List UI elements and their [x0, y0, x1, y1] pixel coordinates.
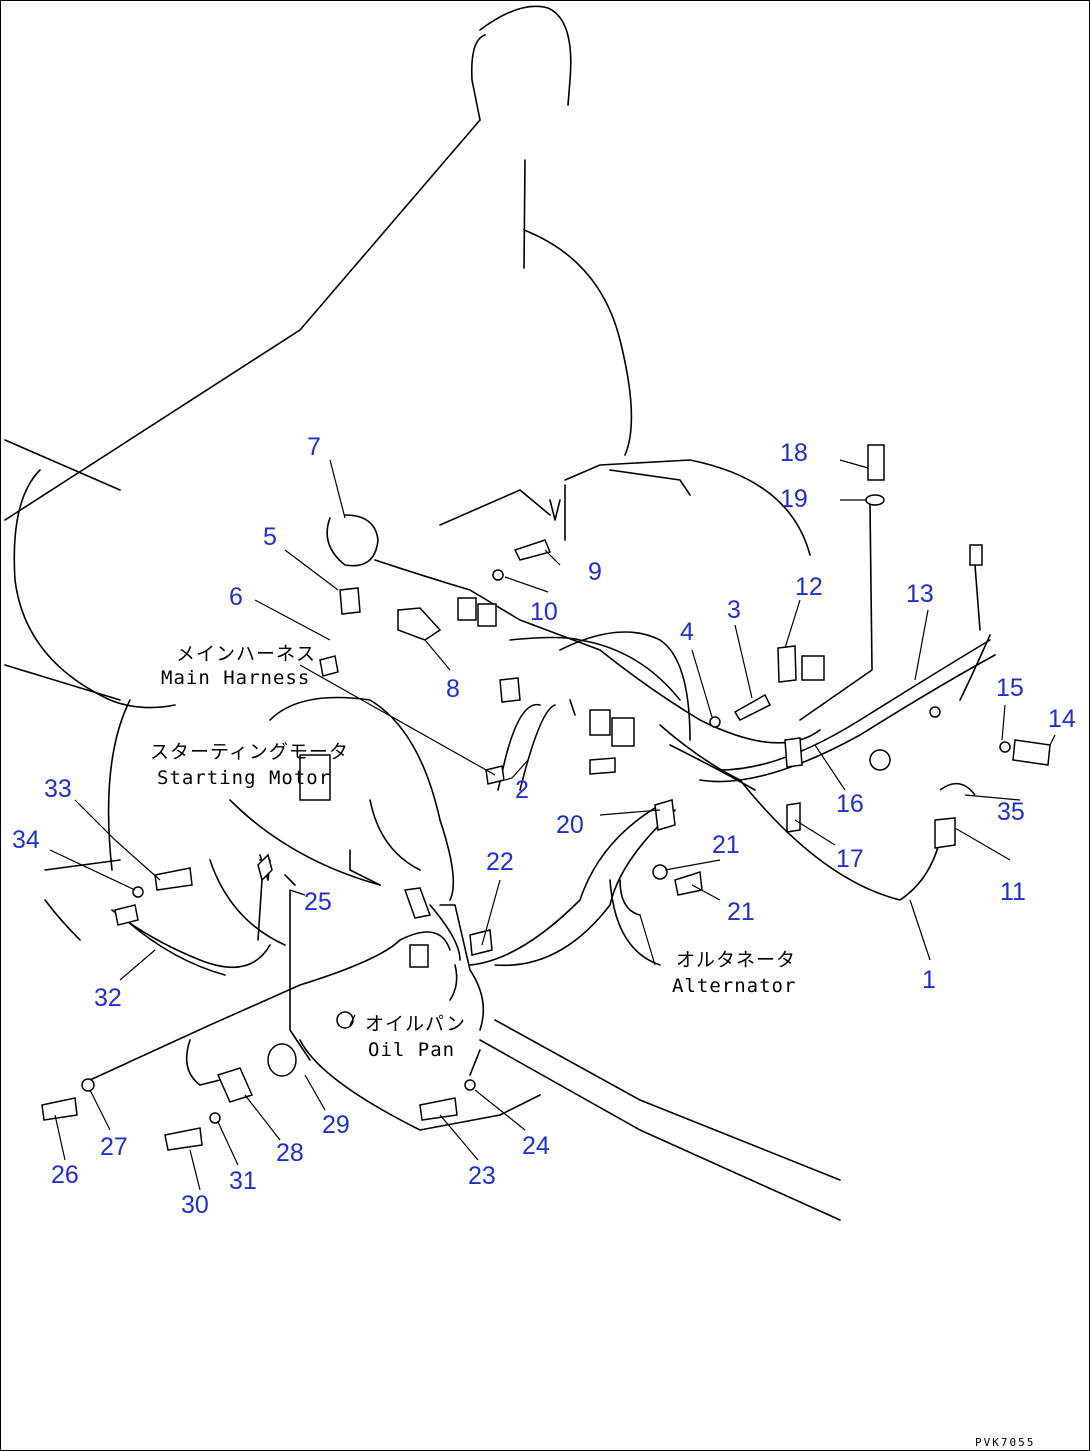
- callout-30[interactable]: 30: [181, 1191, 209, 1219]
- callout-18[interactable]: 18: [780, 439, 808, 467]
- callout-22[interactable]: 22: [486, 848, 514, 876]
- callout-16[interactable]: 16: [836, 790, 864, 818]
- callout-6[interactable]: 6: [229, 583, 243, 611]
- callouts: 1 2 3 4 5 6 7 8 9 10 11 12 13 14 15 16 1…: [12, 433, 1076, 1219]
- callout-25[interactable]: 25: [304, 888, 332, 916]
- callout-2[interactable]: 2: [515, 776, 529, 804]
- callout-3[interactable]: 3: [727, 596, 741, 624]
- callout-28[interactable]: 28: [276, 1139, 304, 1167]
- callout-7[interactable]: 7: [307, 433, 321, 461]
- callout-35[interactable]: 35: [997, 798, 1025, 826]
- callout-5[interactable]: 5: [263, 523, 277, 551]
- callout-12[interactable]: 12: [795, 573, 823, 601]
- engine-outline: [4, 5, 841, 1221]
- callout-24[interactable]: 24: [522, 1132, 550, 1160]
- callout-14[interactable]: 14: [1048, 705, 1076, 733]
- callout-20[interactable]: 20: [556, 811, 584, 839]
- alternator-label-en: Alternator: [672, 975, 796, 997]
- callout-34[interactable]: 34: [12, 826, 40, 854]
- callout-13[interactable]: 13: [906, 580, 934, 608]
- oil-pan-label-jp: オイルパン: [365, 1013, 466, 1035]
- callout-17[interactable]: 17: [836, 845, 864, 873]
- callout-8[interactable]: 8: [446, 675, 460, 703]
- drawing-code: PVK7055: [975, 1436, 1035, 1449]
- callout-32[interactable]: 32: [94, 984, 122, 1012]
- callout-26[interactable]: 26: [51, 1161, 79, 1189]
- callout-21a[interactable]: 21: [712, 831, 740, 859]
- main-harness-label-en: Main Harness: [161, 667, 310, 689]
- callout-27[interactable]: 27: [100, 1133, 128, 1161]
- alternator-label-jp: オルタネータ: [676, 949, 796, 971]
- callout-15[interactable]: 15: [996, 674, 1024, 702]
- main-harness-label-jp: メインハーネス: [176, 643, 316, 665]
- callout-29[interactable]: 29: [322, 1111, 350, 1139]
- callout-10[interactable]: 10: [530, 598, 558, 626]
- callout-23[interactable]: 23: [468, 1162, 496, 1190]
- callout-21b[interactable]: 21: [727, 898, 755, 926]
- oil-pan-label-en: Oil Pan: [368, 1039, 455, 1061]
- components: [41, 444, 1051, 1151]
- callout-9[interactable]: 9: [588, 558, 602, 586]
- callout-19[interactable]: 19: [780, 485, 808, 513]
- leader-lines: [49, 459, 1056, 1191]
- starting-motor-label-en: Starting Motor: [157, 767, 331, 789]
- callout-33[interactable]: 33: [44, 775, 72, 803]
- callout-1[interactable]: 1: [922, 966, 936, 994]
- wire-harness: [89, 504, 996, 1086]
- callout-11[interactable]: 11: [1000, 878, 1026, 906]
- component-labels: メインハーネス Main Harness スターティングモータ Starting…: [150, 643, 796, 1061]
- callout-4[interactable]: 4: [680, 618, 694, 646]
- starting-motor-label-jp: スターティングモータ: [150, 741, 349, 763]
- callout-31[interactable]: 31: [229, 1167, 257, 1195]
